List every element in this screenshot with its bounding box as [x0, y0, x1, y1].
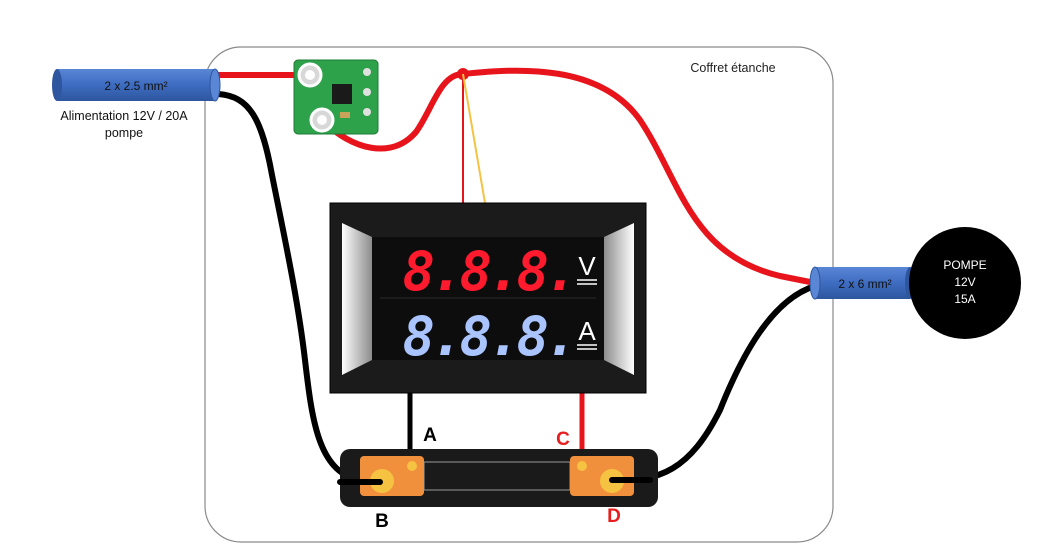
- label-c: C: [556, 429, 570, 450]
- module-pad-1: [363, 68, 371, 76]
- supply-negative-wire: [215, 91, 361, 483]
- supply-cable-end-left: [52, 69, 62, 101]
- enclosure-label: Coffret étanche: [690, 61, 775, 75]
- pump-positive-wire: [319, 67, 818, 286]
- module-terminal-bottom-hole: [317, 115, 327, 125]
- pump-cable-sleeve: [815, 267, 910, 299]
- shunt: [340, 449, 658, 507]
- amp-unit-label: A: [578, 316, 596, 346]
- supply-cable-end-right: [209, 68, 221, 102]
- meter-bezel-left: [342, 223, 372, 375]
- module-resistor: [340, 112, 350, 118]
- label-a: A: [423, 425, 437, 446]
- supply-cable: 2 x 2.5 mm²: [52, 68, 221, 102]
- pump-line2: 12V: [954, 275, 975, 289]
- supply-cable-sleeve: [57, 69, 215, 101]
- volt-amp-meter: 8.8.8. 8.8.8. V A: [329, 202, 647, 394]
- pump-line3: 15A: [954, 292, 975, 306]
- pump-line1: POMPE: [943, 258, 986, 272]
- meter-sense-wire: [462, 73, 486, 204]
- pump-cable-label: 2 x 6 mm²: [838, 277, 891, 291]
- label-d: D: [607, 506, 621, 527]
- volt-display-digits: 8.8.8.: [402, 240, 573, 303]
- label-b: B: [375, 511, 389, 532]
- supply-caption-line2: pompe: [105, 126, 143, 140]
- shunt-resistor-bar: [423, 461, 571, 491]
- sensor-module: [293, 59, 379, 135]
- amp-display-digits: 8.8.8.: [402, 305, 573, 368]
- module-terminal-top-hole: [305, 70, 315, 80]
- module-chip: [332, 84, 352, 104]
- module-pad-2: [363, 88, 371, 96]
- supply-cable-label: 2 x 2.5 mm²: [104, 79, 167, 93]
- module-pad-3: [363, 108, 371, 116]
- shunt-sense-c: [577, 461, 587, 471]
- supply-caption-line1: Alimentation 12V / 20A: [60, 109, 188, 123]
- volt-unit-label: V: [578, 251, 596, 281]
- meter-bezel-right: [604, 223, 634, 375]
- pump-cable-end-left: [809, 266, 821, 300]
- pump-circle: [909, 227, 1021, 339]
- pump-cable: 2 x 6 mm²: [809, 266, 915, 300]
- shunt-sense-a: [407, 461, 417, 471]
